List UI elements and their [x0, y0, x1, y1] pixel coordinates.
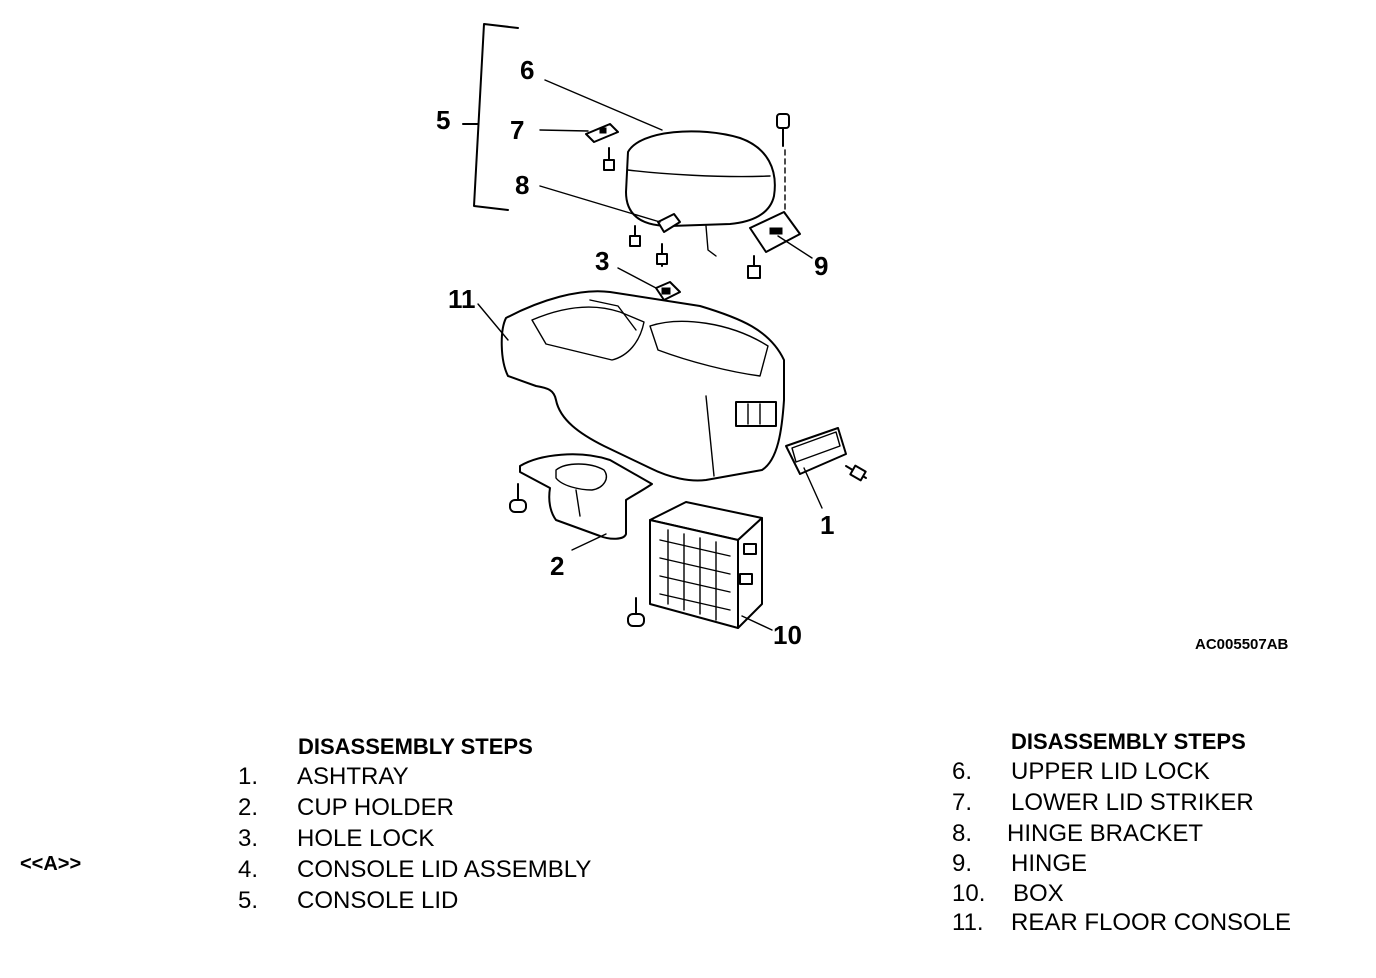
lower-lid-striker-part — [585, 123, 619, 143]
step-number: 10. — [952, 880, 986, 907]
step-label: LOWER LID STRIKER — [1011, 789, 1254, 816]
callout-7: 7 — [510, 115, 524, 145]
callout-11: 11 — [448, 284, 476, 314]
step-label: HOLE LOCK — [297, 825, 435, 852]
box-part — [649, 501, 763, 629]
step-label: HINGE BRACKET — [1007, 820, 1204, 847]
screw-cup-holder — [509, 483, 527, 513]
leader-10 — [741, 615, 773, 631]
screw-box — [627, 597, 645, 627]
screw-mid-center — [656, 243, 668, 267]
leader-11 — [477, 303, 509, 341]
hinge-bracket-part — [657, 213, 681, 233]
rear-floor-console-part — [500, 290, 785, 482]
steps-right-title: DISASSEMBLY STEPS — [1011, 729, 1246, 754]
screw-top-right — [776, 113, 790, 215]
leader-7 — [539, 129, 589, 132]
step-number: 9. — [952, 850, 973, 877]
leader-6 — [544, 79, 663, 131]
callout-1: 1 — [820, 510, 834, 540]
cup-holder-part — [519, 453, 653, 540]
step-number: 4. — [238, 856, 259, 883]
step-label: HINGE — [1011, 850, 1088, 877]
leader-2 — [571, 533, 607, 551]
step-number: 7. — [952, 789, 973, 816]
callout-9: 9 — [814, 251, 828, 281]
step-label: UPPER LID LOCK — [1011, 758, 1210, 785]
steps-left-title: DISASSEMBLY STEPS — [298, 734, 533, 759]
callout-3: 3 — [595, 246, 609, 276]
step-label: REAR FLOOR CONSOLE — [1011, 909, 1292, 936]
step-number: 11. — [952, 909, 984, 936]
hole-lock-part — [655, 281, 681, 301]
leader-8 — [539, 185, 661, 223]
exploded-parts-diagram: 5 6 7 8 9 3 11 1 2 10 AC005507AB — [436, 23, 1289, 653]
step-number: 2. — [238, 794, 259, 821]
leader-1 — [803, 467, 823, 509]
callout-5: 5 — [436, 105, 450, 135]
callout-8: 8 — [515, 170, 529, 200]
step-number: 6. — [952, 758, 973, 785]
leader-3 — [617, 267, 657, 289]
ashtray-part — [785, 427, 847, 475]
screw-upper-left — [603, 147, 615, 171]
step-number: 3. — [238, 825, 259, 852]
screw-right-lower — [747, 255, 761, 279]
callout-10: 10 — [773, 620, 802, 650]
screw-ashtray — [845, 464, 867, 482]
screw-mid-left — [629, 225, 641, 247]
leader-9 — [777, 235, 813, 259]
step-label: CUP HOLDER — [297, 794, 454, 821]
hinge-part — [749, 211, 801, 253]
callout-2: 2 — [550, 551, 564, 581]
step-label: CONSOLE LID ASSEMBLY — [297, 856, 592, 883]
step-number: 1. — [238, 763, 259, 790]
figure-code: AC005507AB — [1195, 636, 1289, 653]
procedure-marker: <<A>> — [20, 853, 82, 875]
step-number: 8. — [952, 820, 973, 847]
step-label: BOX — [1013, 880, 1064, 907]
console-lid-group-bracket — [462, 23, 519, 211]
callout-6: 6 — [520, 55, 534, 85]
step-label: ASHTRAY — [297, 763, 409, 790]
console-lid-part — [625, 130, 776, 257]
step-label: CONSOLE LID — [297, 887, 459, 914]
step-number: 5. — [238, 887, 259, 914]
